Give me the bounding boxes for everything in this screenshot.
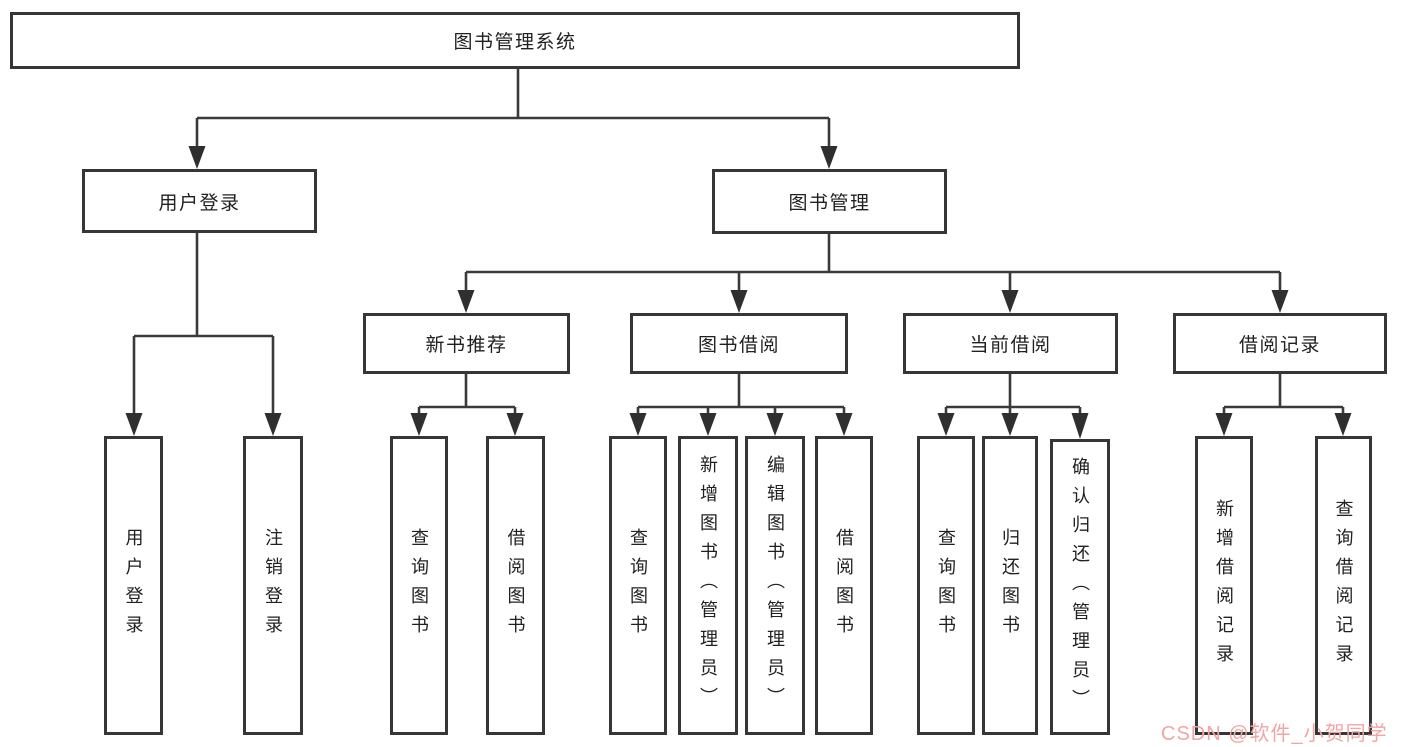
- leaf-rec-borrow-books-label: 借阅图书: [505, 527, 526, 644]
- node-book-management: 图书管理: [712, 169, 947, 234]
- csdn-watermark: CSDN @软件_小贺同学: [1161, 723, 1388, 745]
- leaf-br-query-record: 查询借阅记录: [1315, 436, 1372, 735]
- leaf-user-login: 用户登录: [104, 436, 163, 735]
- node-user-login-label: 用户登录: [158, 192, 241, 214]
- leaf-bb-borrow-books: 借阅图书: [815, 436, 873, 735]
- leaf-bb-edit-books-admin: 编辑图书（管理员）: [745, 436, 805, 735]
- leaf-cb-return-books-label: 归还图书: [1000, 527, 1020, 644]
- leaf-user-login-label: 用户登录: [123, 527, 144, 644]
- leaf-cb-confirm-return-admin-label: 确认归还（管理员）: [1070, 456, 1090, 718]
- leaf-br-query-record-label: 查询借阅记录: [1333, 498, 1354, 673]
- node-user-login: 用户登录: [82, 169, 317, 233]
- leaf-logout-label: 注销登录: [263, 527, 283, 644]
- leaf-br-add-record-label: 新增借阅记录: [1214, 498, 1234, 673]
- node-root-label: 图书管理系统: [453, 32, 577, 53]
- leaf-rec-query-books: 查询图书: [390, 436, 448, 735]
- leaf-logout: 注销登录: [243, 436, 303, 735]
- node-new-book-recommend-label: 新书推荐: [425, 335, 508, 356]
- leaf-cb-confirm-return-admin: 确认归还（管理员）: [1050, 439, 1110, 735]
- node-current-borrow-label: 当前借阅: [969, 335, 1052, 356]
- leaf-bb-query-books: 查询图书: [609, 436, 667, 735]
- arrowheads: [125, 146, 1352, 439]
- node-borrow-records: 借阅记录: [1173, 313, 1387, 374]
- leaf-rec-query-books-label: 查询图书: [409, 527, 429, 644]
- leaf-bb-query-books-label: 查询图书: [628, 527, 648, 644]
- node-root: 图书管理系统: [10, 12, 1020, 69]
- leaf-cb-query-books-label: 查询图书: [936, 527, 956, 644]
- leaf-bb-add-books-admin: 新增图书（管理员）: [678, 436, 738, 735]
- node-borrow-records-label: 借阅记录: [1238, 335, 1321, 356]
- node-book-borrow: 图书借阅: [630, 313, 848, 374]
- node-book-borrow-label: 图书借阅: [697, 335, 780, 356]
- node-new-book-recommend: 新书推荐: [363, 313, 570, 374]
- leaf-bb-add-books-admin-label: 新增图书（管理员）: [698, 455, 718, 716]
- leaf-bb-borrow-books-label: 借阅图书: [834, 527, 854, 644]
- leaf-rec-borrow-books: 借阅图书: [486, 436, 545, 735]
- node-current-borrow: 当前借阅: [903, 313, 1118, 374]
- leaf-cb-return-books: 归还图书: [982, 436, 1038, 735]
- leaf-br-add-record: 新增借阅记录: [1195, 436, 1253, 735]
- leaf-bb-edit-books-admin-label: 编辑图书（管理员）: [765, 455, 785, 716]
- leaf-cb-query-books: 查询图书: [917, 436, 975, 735]
- node-book-management-label: 图书管理: [788, 193, 871, 214]
